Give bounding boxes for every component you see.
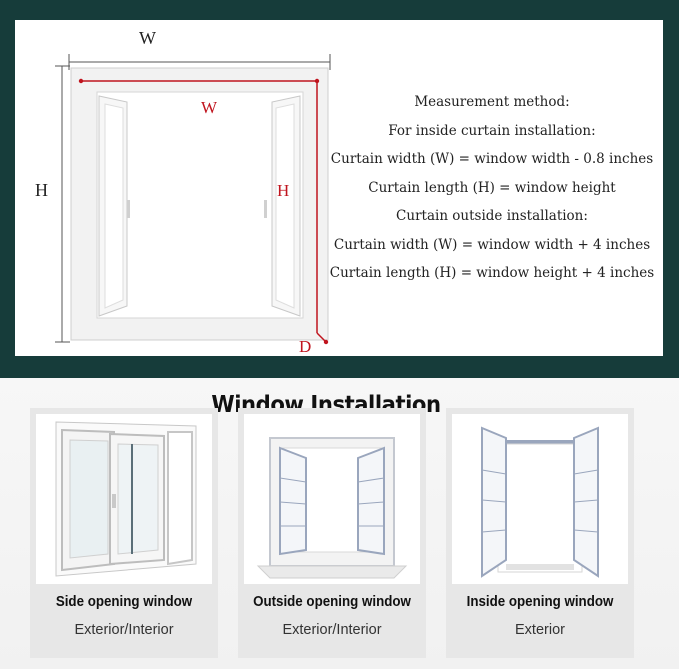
outer-height-label: H [35,180,48,200]
window-measurement-diagram: W H W H D [35,28,331,356]
card-outside-opening: Outside opening window Exterior/Interior [238,408,426,658]
measurement-panel: W H W H D [15,20,663,356]
sliding-window-icon [36,414,212,584]
outside-width-formula: Curtain width (W) = window width + 4 inc… [333,236,651,253]
installation-section: Window Installation Side opening window … [0,378,679,669]
card-inside-opening: Inside opening window Exterior [446,408,634,658]
outside-installation-heading: Curtain outside installation: [396,208,588,224]
depth-label: D [299,337,311,356]
method-heading: Measurement method: [414,94,570,110]
card-title: Outside opening window [253,594,411,610]
inner-height-label: H [277,181,289,200]
inside-length-formula: Curtain length (H) = window height [368,179,616,196]
card-side-opening: Side opening window Exterior/Interior [30,408,218,658]
card-subtitle: Exterior [515,622,565,638]
outside-length-formula: Curtain length (H) = window height + 4 i… [329,265,655,281]
card-title: Side opening window [55,594,193,610]
measurement-method-text: Measurement method: For inside curtain i… [318,88,666,288]
card-subtitle: Exterior/Interior [282,622,382,638]
card-subtitle: Exterior/Interior [74,622,174,638]
inward-casement-window-icon [452,414,628,584]
inner-width-label: W [201,98,218,117]
card-title: Inside opening window [466,594,614,610]
outer-width-label: W [139,28,156,48]
inside-width-formula: Curtain width (W) = window width - 0.8 i… [330,151,654,167]
inside-installation-heading: For inside curtain installation: [388,122,596,139]
outward-casement-window-icon [244,414,420,584]
